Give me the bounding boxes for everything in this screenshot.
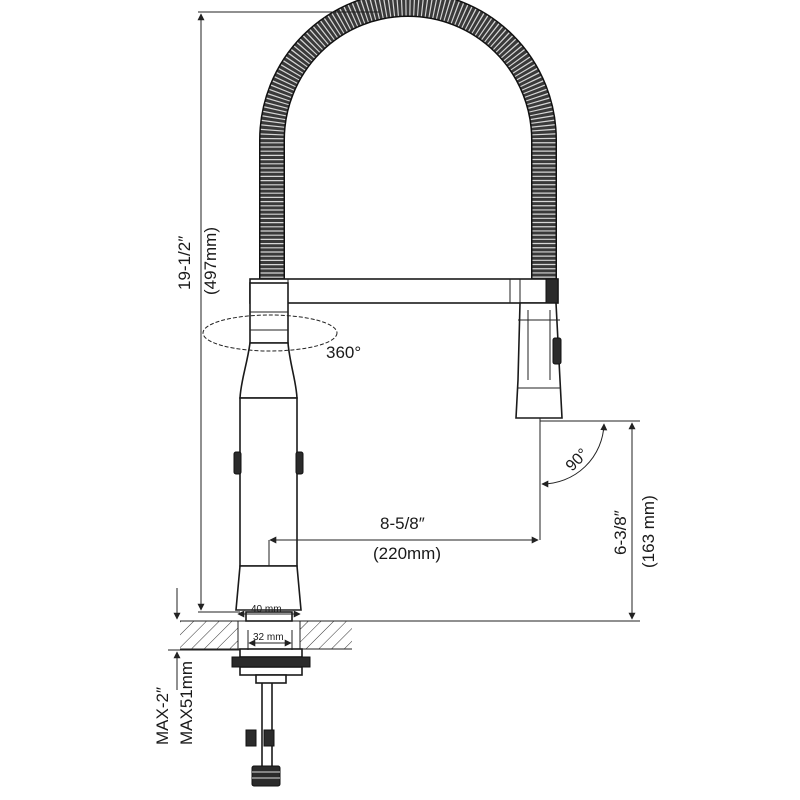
spout-height-dimension: 6-3/8″ (163 mm) [540, 420, 658, 620]
spray-angle-label: 90° [563, 446, 592, 475]
total-height-label: 19-1/2″ [175, 236, 194, 290]
spout-height-mm-label: (163 mm) [639, 495, 658, 568]
total-height-mm-label: (497mm) [201, 227, 220, 295]
hole-diameter-dimension: 32 mm [247, 630, 293, 650]
spout-height-label: 6-3/8″ [611, 510, 630, 555]
max-deck-label: MAX-2″ [153, 687, 172, 745]
sprayer-head [515, 302, 563, 419]
spout-arm [249, 278, 559, 304]
countertop-section [180, 620, 640, 650]
reach-mm-label: (220mm) [373, 544, 441, 563]
faucet-body [233, 282, 304, 611]
spray-angle-indicator: 90° [541, 423, 608, 488]
rotation-label: 360° [326, 343, 361, 362]
reach-label: 8-5/8″ [380, 514, 425, 533]
base-diameter-dimension: 40 mm [237, 604, 301, 618]
reach-dimension: 8-5/8″ (220mm) [268, 418, 541, 566]
max-deck-mm-label: MAX51mm [177, 661, 196, 745]
base-diameter-label: 40 mm [251, 604, 282, 615]
coiled-hose [259, 0, 557, 282]
hole-diameter-label: 32 mm [253, 632, 284, 643]
total-height-dimension: 19-1/2″ (497mm) [175, 11, 380, 613]
max-deck-dimension: MAX-2″ MAX51mm [153, 588, 240, 745]
